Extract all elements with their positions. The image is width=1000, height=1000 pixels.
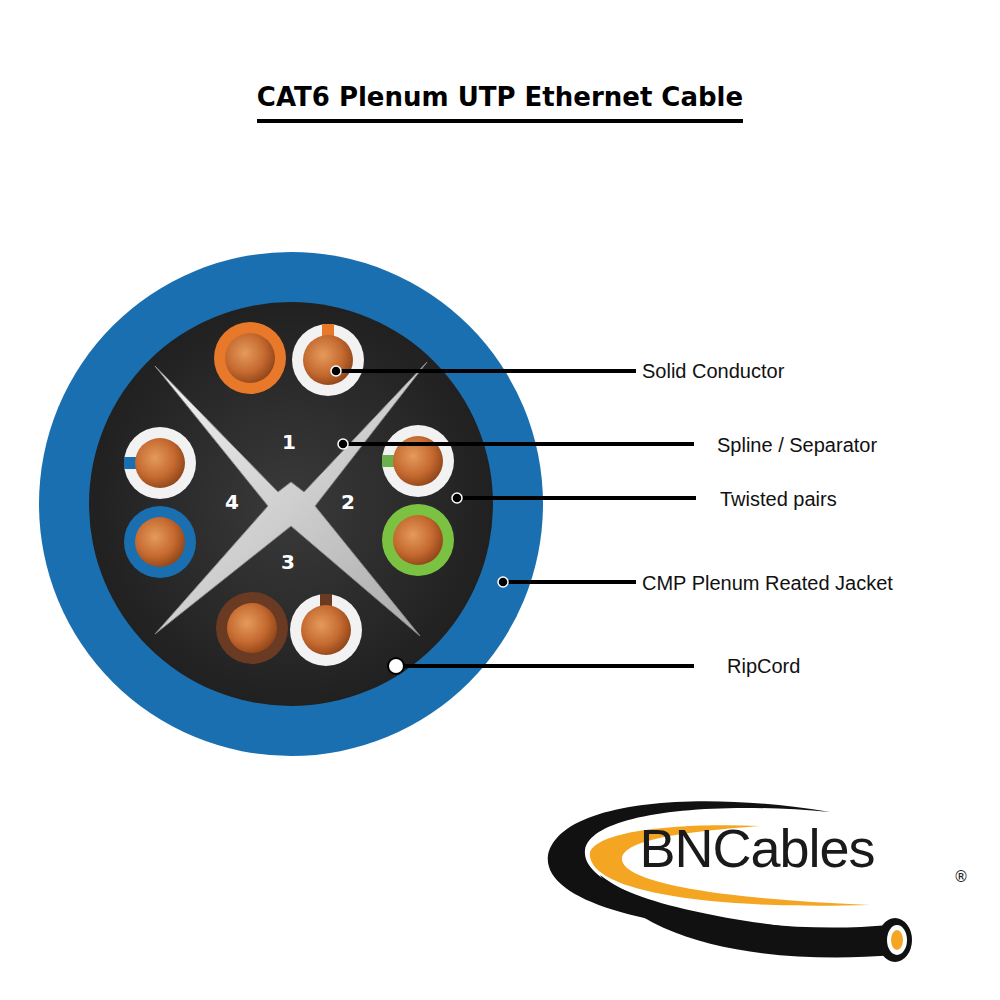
leader-dots (331, 366, 508, 587)
twisted-pair (214, 322, 364, 396)
pair-number: 4 (225, 490, 239, 514)
ripcord (388, 658, 404, 674)
brand-logo: BNCables (639, 817, 874, 879)
twisted-pair (382, 425, 454, 576)
pair-number: 3 (281, 550, 295, 574)
cable-core (89, 302, 493, 706)
twisted-pair (216, 592, 362, 666)
part-label: CMP Plenum Reated Jacket (642, 572, 893, 595)
twisted-pair (124, 427, 196, 578)
part-label: RipCord (727, 655, 800, 678)
jacket (39, 252, 543, 756)
spline-separator (155, 362, 427, 636)
diagram-title: CAT6 Plenum UTP Ethernet Cable (257, 82, 743, 112)
registered-mark: ® (954, 868, 969, 886)
part-label: Solid Conductor (642, 360, 784, 383)
logo-swoosh (548, 801, 912, 962)
part-label: Spline / Separator (717, 434, 877, 457)
pair-number: 1 (282, 430, 296, 454)
part-label: Twisted pairs (720, 488, 837, 511)
pair-number: 2 (341, 490, 355, 514)
leader-lines (336, 371, 696, 666)
title-underline (257, 119, 743, 123)
